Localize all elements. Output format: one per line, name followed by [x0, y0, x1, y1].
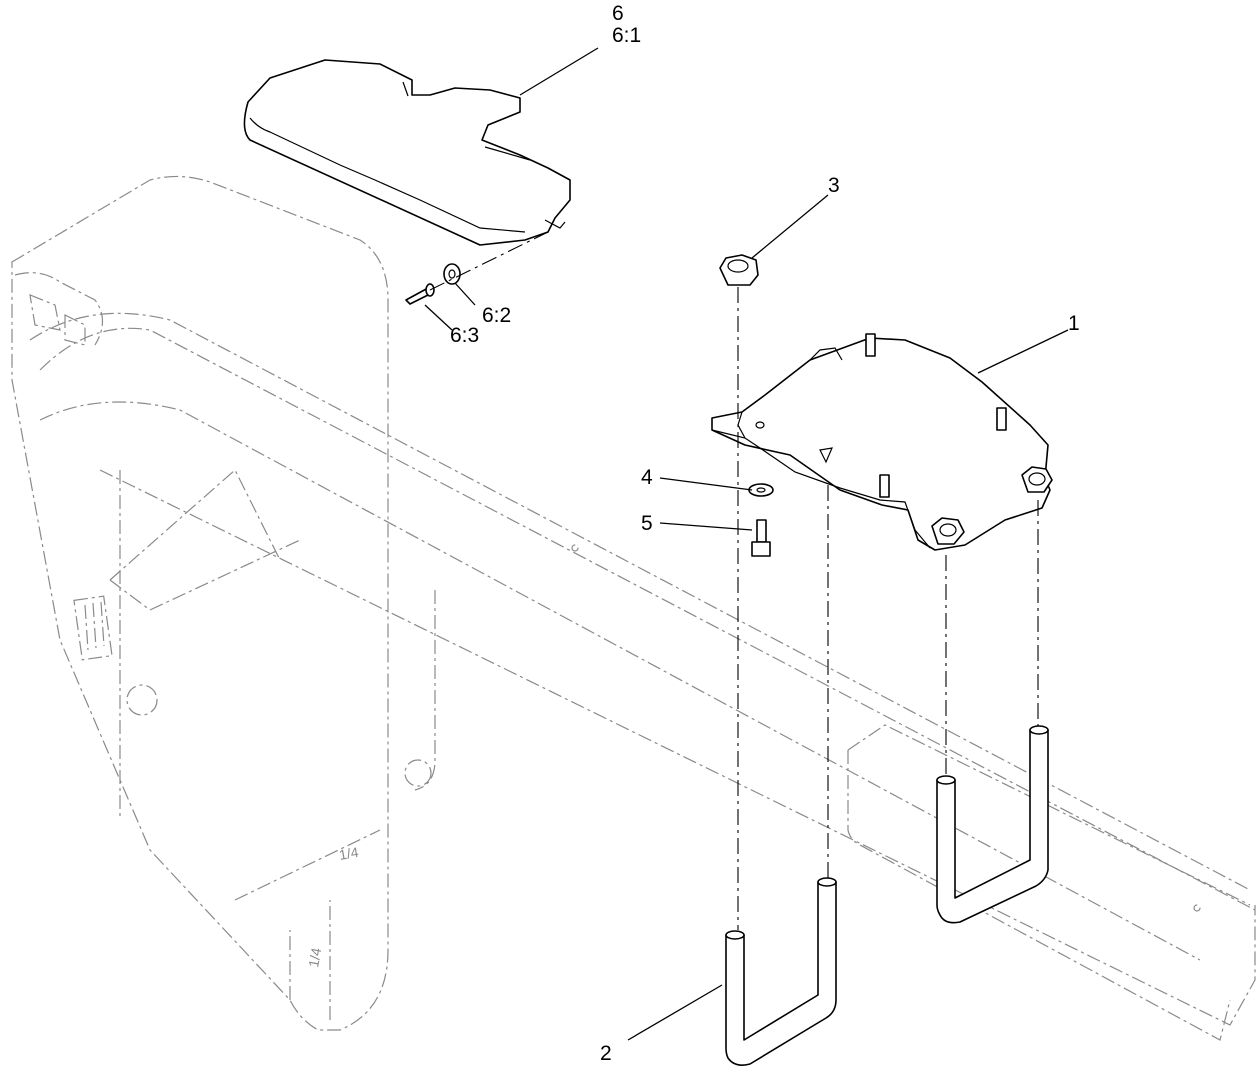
callout-2: 2 [600, 1042, 612, 1065]
leader-lines [424, 47, 1069, 1041]
callout-5: 5 [641, 512, 653, 535]
assembly-center-lines [737, 287, 1039, 930]
flange-nut [719, 254, 759, 286]
bracket-bolt [751, 519, 771, 557]
callout-6: 6 [612, 2, 624, 25]
u-bolt-front [725, 877, 837, 1066]
callout-1: 1 [1068, 312, 1080, 335]
frame-decal-mark-lower: 1/4 [305, 946, 324, 968]
callout-4: 4 [641, 466, 653, 489]
cover-washer [443, 263, 461, 285]
cover-screw [405, 231, 549, 305]
callout-6-3: 6:3 [450, 324, 479, 347]
bracket-washer [748, 483, 774, 497]
callout-6-1: 6:1 [612, 24, 641, 47]
mounting-bracket [711, 333, 1053, 551]
callout-6-2: 6:2 [482, 304, 511, 327]
u-bolt-rear [936, 725, 1049, 924]
cover-plate [243, 59, 571, 246]
machine-frame-phantom [11, 175, 1256, 1041]
frame-decal-mark-upper: 1/4 [338, 844, 360, 863]
callout-3: 3 [828, 174, 840, 197]
